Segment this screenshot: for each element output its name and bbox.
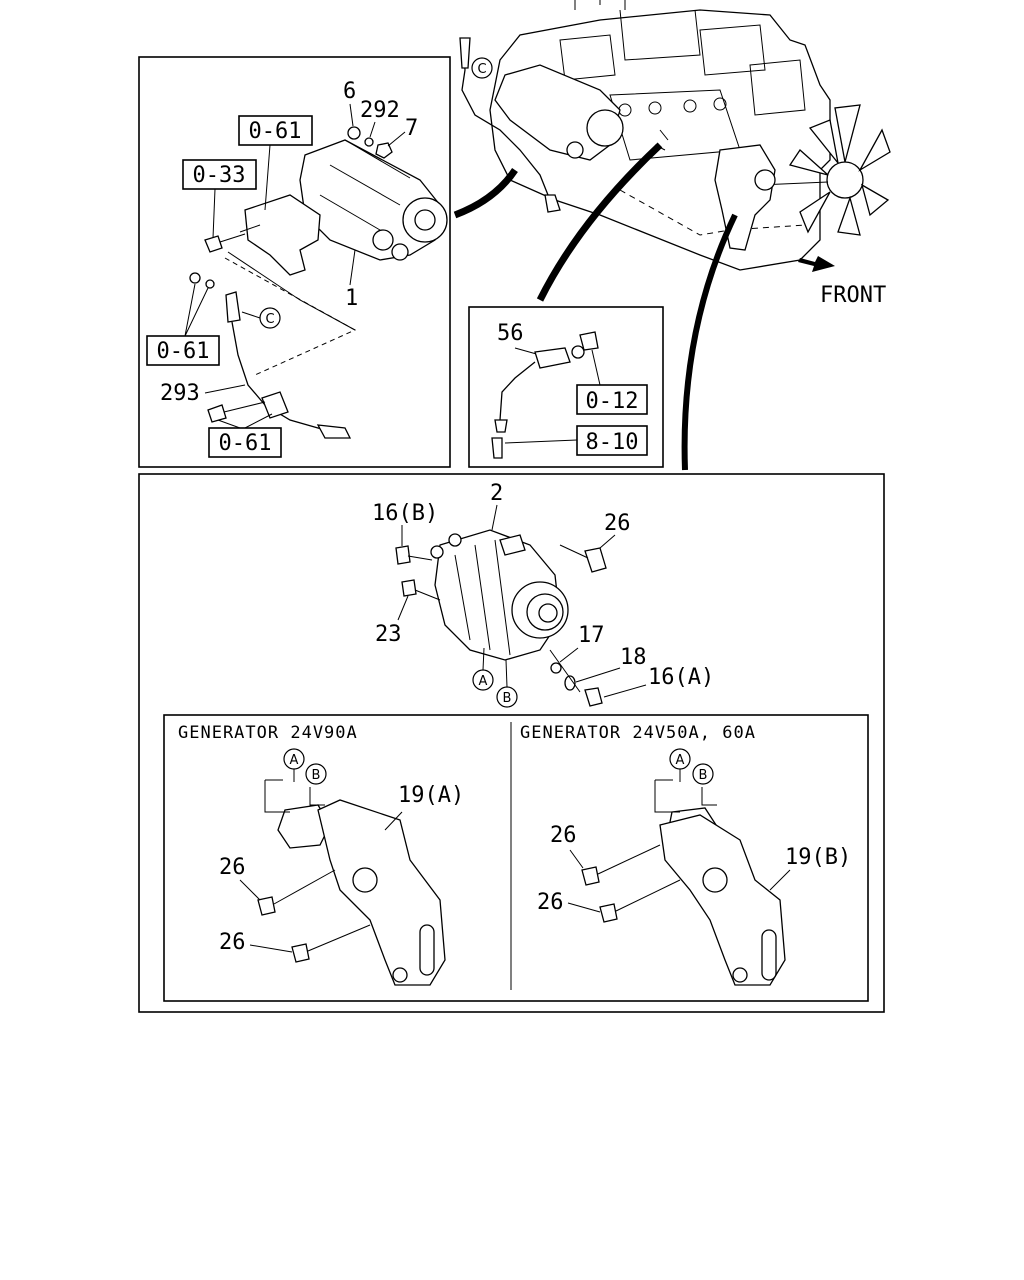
ref-box-8-10: [576, 425, 648, 456]
starter-box: C 6 292 7 1 293 0-61 0-33 0-61 0-61: [138, 56, 451, 468]
engine-overview: FRONT C: [459, 0, 891, 308]
ref-box-0-33: [182, 159, 257, 190]
callout-56: 56: [497, 321, 524, 346]
ref-box-0-61-bottom: [208, 427, 282, 458]
bracket-19a: A B 19(A) 26 26: [219, 748, 464, 986]
callout-292: 292: [360, 98, 400, 123]
ref-box-0-12: [576, 384, 648, 415]
marker-b-right: B: [699, 768, 708, 783]
marker-b-left: B: [312, 768, 321, 783]
callout-26-right-a: 26: [550, 823, 577, 848]
marker-a-left: A: [290, 753, 299, 768]
marker-a-right: A: [676, 753, 685, 768]
callout-16a: 16(A): [648, 665, 714, 690]
callout-1: 1: [345, 286, 358, 311]
callout-19a: 19(A): [398, 783, 464, 808]
ref-0-61-top: 0-61: [249, 119, 302, 144]
callout-2: 2: [490, 481, 503, 506]
callout-16b: 16(B): [372, 501, 438, 526]
front-label: FRONT: [820, 283, 886, 308]
front-arrow-icon: [798, 256, 835, 272]
ref-0-61-left: 0-61: [157, 339, 210, 364]
callout-18: 18: [620, 645, 647, 670]
ref-box-0-61-top: [238, 115, 313, 146]
marker-c-engine: C: [477, 62, 486, 77]
callout-17: 17: [578, 623, 605, 648]
sensor-box: 56 0-12 8-10: [468, 306, 664, 468]
callout-26-left-b: 26: [219, 930, 246, 955]
marker-b-alt: B: [503, 691, 512, 706]
callout-6: 6: [343, 79, 356, 104]
ref-box-0-61-left: [146, 335, 220, 366]
bracket-19b: A B 19(B) 26 26: [537, 748, 851, 986]
callout-293: 293: [160, 381, 200, 406]
callout-7: 7: [405, 116, 418, 141]
variant-title-24v50a-60a: GENERATOR 24V50A, 60A: [520, 723, 756, 743]
callout-26-left-a: 26: [219, 855, 246, 880]
ref-0-33: 0-33: [193, 163, 246, 188]
marker-a-alt: A: [479, 674, 488, 689]
leader-sweeps: [453, 142, 738, 471]
fan-icon: [759, 104, 891, 236]
ref-0-61-bottom: 0-61: [219, 431, 272, 456]
variant-title-24v90a: GENERATOR 24V90A: [178, 723, 358, 743]
marker-c-starter: C: [265, 312, 274, 327]
callout-23: 23: [375, 622, 402, 647]
callout-19b: 19(B): [785, 845, 851, 870]
callout-26-right-b: 26: [537, 890, 564, 915]
callout-26-top: 26: [604, 511, 631, 536]
ref-8-10: 8-10: [586, 430, 639, 455]
alternator-box: 2 16(B) 26 23 17 18 16(A) A B GENERATOR …: [138, 473, 885, 1013]
ref-0-12: 0-12: [586, 389, 639, 414]
